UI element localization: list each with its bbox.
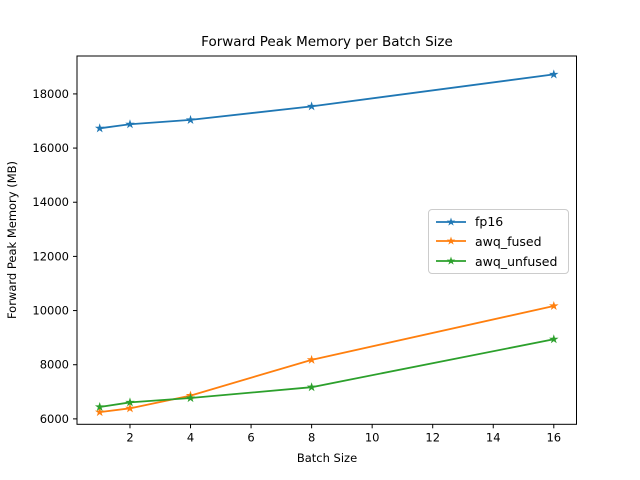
y-tick-label: 12000 bbox=[32, 249, 69, 263]
legend: fp16 awq_fused awq_unfused bbox=[428, 209, 569, 274]
legend-entry-awq-fused: awq_fused bbox=[435, 232, 562, 250]
y-tick-label: 10000 bbox=[32, 304, 69, 318]
x-tick-label: 14 bbox=[486, 430, 501, 444]
legend-sample-marker bbox=[446, 217, 456, 226]
y-tick-label: 16000 bbox=[32, 141, 69, 155]
series-fp16-line bbox=[98, 73, 555, 130]
legend-entry-awq-unfused: awq_unfused bbox=[435, 252, 562, 270]
series-awq_fused-marker bbox=[125, 403, 135, 413]
x-tick-label: 16 bbox=[546, 430, 561, 444]
legend-entry-fp16: fp16 bbox=[435, 213, 562, 231]
chart-title: Forward Peak Memory per Batch Size bbox=[201, 34, 453, 50]
series-awq_unfused-marker bbox=[306, 382, 317, 392]
x-axis-label: Batch Size bbox=[296, 451, 358, 465]
legend-line-sample bbox=[436, 236, 466, 246]
series-awq_fused-line bbox=[98, 305, 555, 414]
series-awq_unfused-line bbox=[98, 338, 555, 408]
legend-line-sample bbox=[436, 217, 466, 226]
x-tick-label: 2 bbox=[126, 430, 133, 444]
x-tick-label: 4 bbox=[187, 430, 194, 444]
legend-label: awq_unfused bbox=[475, 253, 558, 269]
series-fp16-marker bbox=[94, 123, 105, 133]
plot-frame bbox=[76, 55, 577, 425]
series-fp16-marker bbox=[125, 119, 135, 129]
y-tick-label: 6000 bbox=[40, 412, 69, 426]
y-tick-label: 18000 bbox=[32, 87, 69, 101]
y-tick-label: 8000 bbox=[40, 358, 69, 372]
legend-label: fp16 bbox=[475, 214, 504, 230]
series-awq_unfused-marker bbox=[94, 401, 105, 412]
series-awq_unfused-marker bbox=[185, 393, 196, 403]
x-tick-label: 8 bbox=[308, 430, 315, 444]
series-awq_unfused-marker bbox=[125, 397, 135, 407]
legend-line-sample bbox=[436, 256, 466, 265]
series-awq_fused-marker bbox=[306, 354, 317, 364]
y-tick-label: 14000 bbox=[32, 195, 69, 209]
legend-sample-marker bbox=[446, 236, 456, 246]
series-awq_fused-marker bbox=[94, 407, 105, 417]
x-tick-label: 10 bbox=[365, 430, 380, 444]
x-tick-label: 12 bbox=[425, 430, 440, 444]
legend-label: awq_fused bbox=[475, 233, 542, 249]
legend-sample-marker bbox=[446, 256, 456, 265]
series-awq_fused-marker bbox=[549, 300, 559, 310]
series-fp16-marker bbox=[306, 101, 317, 111]
series-awq_unfused-marker bbox=[549, 334, 559, 344]
series-fp16-marker bbox=[185, 114, 196, 124]
y-axis-label: Forward Peak Memory (MB) bbox=[5, 160, 19, 320]
x-tick-label: 6 bbox=[247, 430, 254, 444]
series-fp16-marker bbox=[549, 69, 559, 79]
